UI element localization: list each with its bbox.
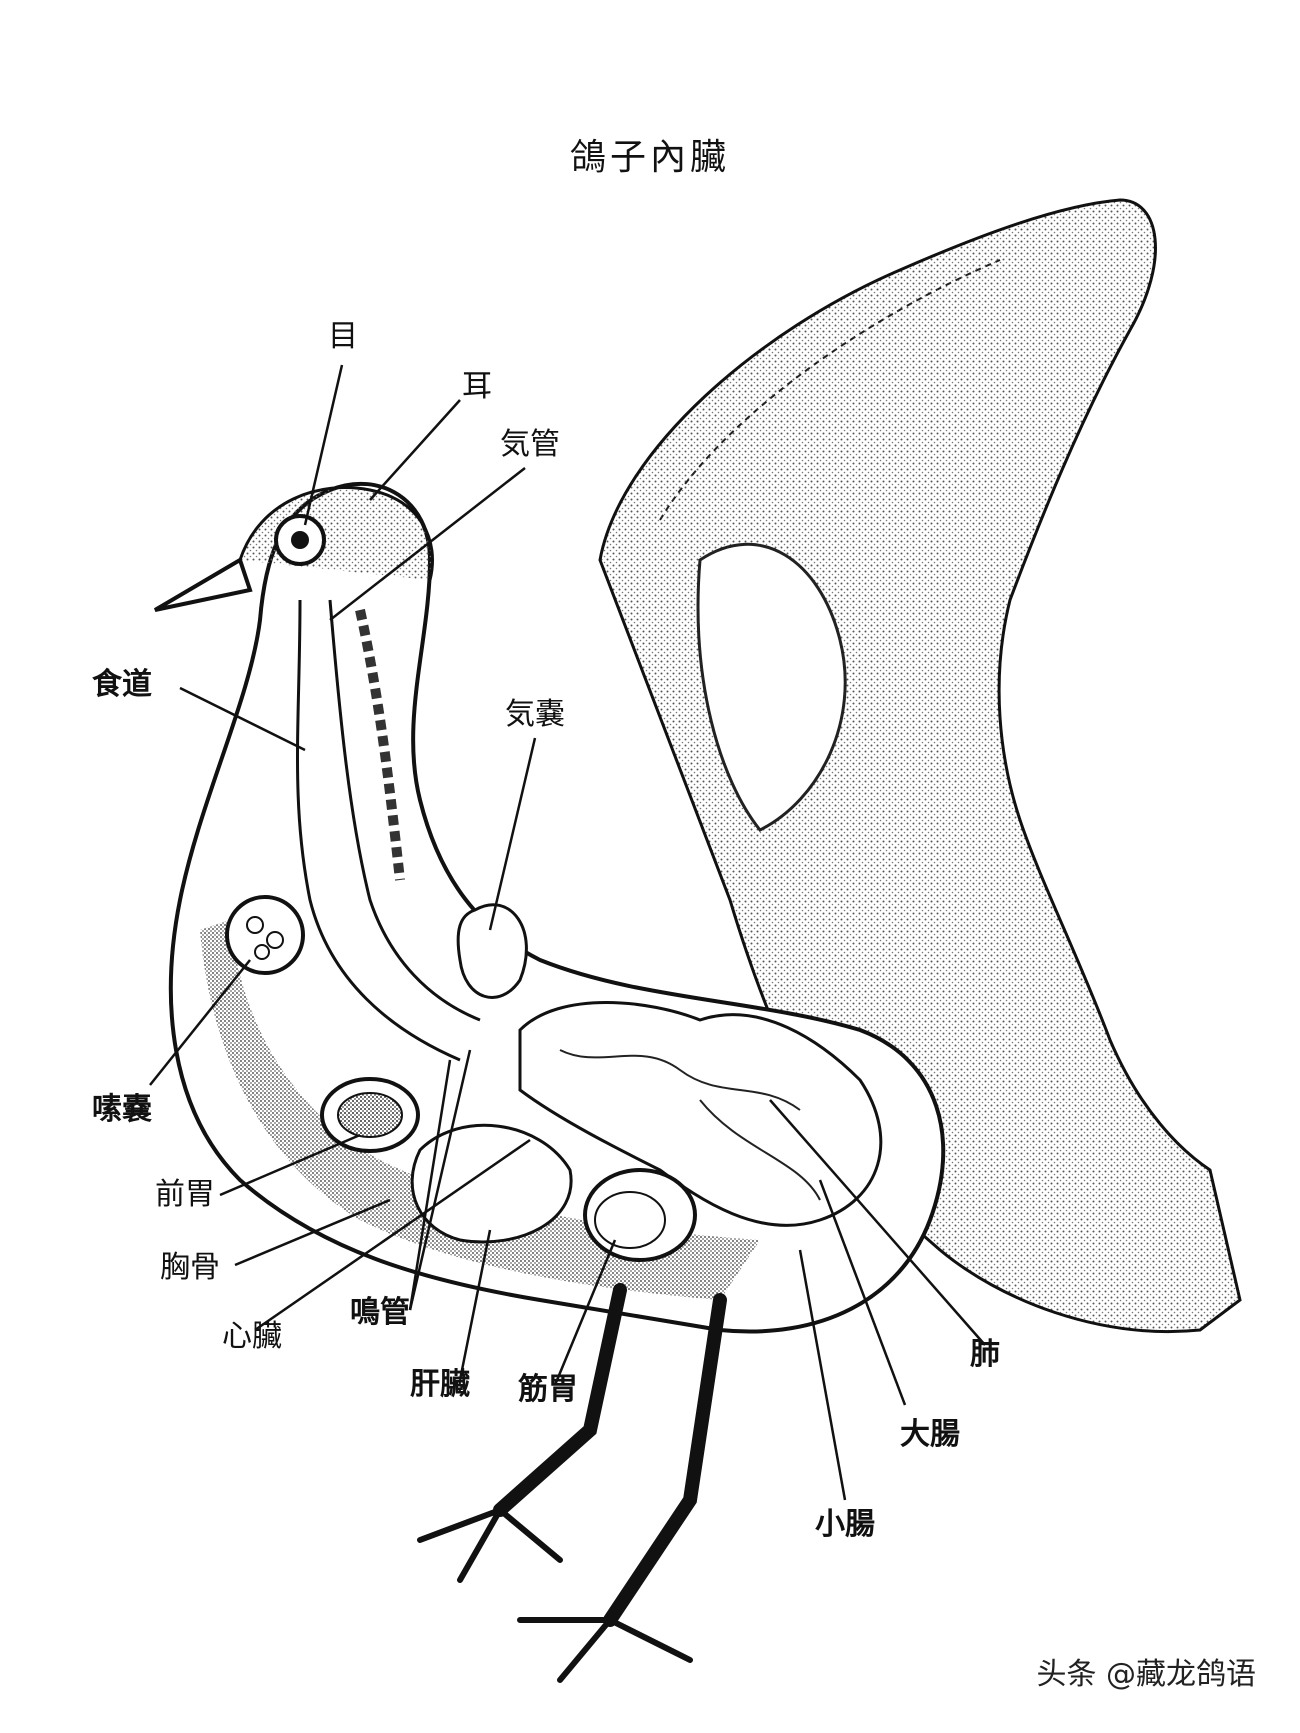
crop — [225, 895, 305, 975]
liver — [410, 1123, 573, 1244]
label-large-intestine: 大腸 — [900, 1417, 960, 1452]
label-eye: 目 — [328, 319, 358, 354]
spine-and-neck — [296, 599, 481, 1062]
label-crop: 嗉嚢 — [92, 1092, 152, 1127]
leader-lines — [149, 364, 986, 1501]
diagram-title: 鴿子內臟 — [569, 137, 730, 178]
watermark: 头条 @藏龙鸽语 — [1036, 1657, 1256, 1692]
label-lung: 肺 — [970, 1337, 1000, 1372]
label-small-intestine: 小腸 — [815, 1507, 875, 1542]
label-esophagus: 食道 — [92, 667, 152, 702]
label-sternum: 胸骨 — [160, 1250, 220, 1285]
label-trachea: 気管 — [500, 427, 560, 462]
legs — [417, 1283, 727, 1683]
label-air-sac: 気嚢 — [505, 697, 565, 732]
gizzard — [583, 1168, 697, 1262]
label-liver: 肝臟 — [410, 1367, 470, 1402]
label-ear: 耳 — [462, 369, 492, 404]
air-sac — [456, 903, 528, 999]
proventriculus — [320, 1077, 420, 1153]
label-gizzard: 筋胃 — [518, 1372, 578, 1407]
intestines — [518, 1001, 883, 1227]
label-syrinx: 鳴管 — [350, 1295, 410, 1330]
label-proventriculus: 前胃 — [155, 1177, 215, 1212]
label-heart: 心臟 — [222, 1319, 282, 1354]
wing — [598, 198, 1242, 1334]
